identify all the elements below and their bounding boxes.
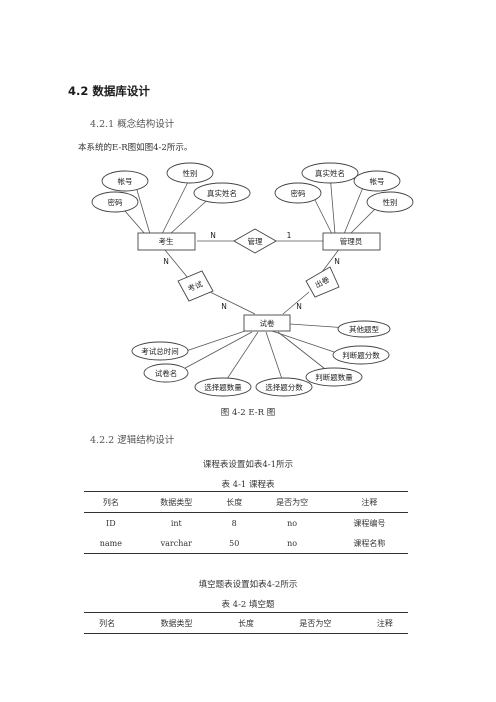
attr-admin-realname: 真实姓名 — [315, 168, 345, 178]
table-cell: 课程名称 — [330, 533, 408, 554]
column-header: 列名 — [84, 612, 131, 634]
table2-caption: 表 4-2 填空题 — [221, 600, 275, 610]
attr-student-realname: 真实姓名 — [207, 188, 237, 198]
column-header: 注释 — [361, 612, 408, 634]
table-header-row: 列名 数据类型 长度 是否为空 注释 — [84, 491, 408, 513]
subsection-conceptual: 4.2.1 概念结构设计 — [90, 119, 175, 130]
subsection-logical: 4.2.2 逻辑结构设计 — [90, 435, 175, 446]
table-header-row: 列名 数据类型 长度 是否为空 注释 — [84, 612, 408, 634]
table1-intro: 课程表设置如表4-1所示 — [202, 460, 294, 470]
attr-paper-name: 试卷名 — [155, 368, 178, 378]
cardinality-admin-manage: 1 — [287, 231, 292, 240]
entity-student: 考生 — [159, 236, 174, 246]
attr-student-account: 帐号 — [118, 176, 133, 186]
cardinality-student-exam: N — [163, 257, 169, 266]
attr-paper-judge-count: 判断题数量 — [315, 372, 353, 382]
table-cell: no — [287, 518, 298, 528]
section-heading: 4.2 数据库设计 — [68, 84, 150, 98]
column-header: 长度 — [214, 491, 254, 513]
attr-paper-choice-count: 选择题数量 — [204, 382, 242, 392]
table-cell: name — [84, 533, 138, 554]
table-row: name varchar 50 no 课程名称 — [84, 533, 408, 554]
cardinality-paper-exam: N — [221, 302, 227, 311]
cardinality-student-manage: N — [210, 231, 216, 240]
column-header: 数据类型 — [137, 491, 215, 513]
er-caption: 图 4-2 E-R 图 — [220, 408, 276, 418]
column-header: 数据类型 — [130, 612, 223, 634]
column-header: 列名 — [84, 491, 138, 513]
intro-text: 本系统的E-R图如图4-2所示。 — [78, 143, 193, 153]
attr-admin-password: 密码 — [291, 188, 306, 198]
attr-paper-total-time: 考试总时间 — [141, 346, 179, 356]
fill-blank-table: 列名 数据类型 长度 是否为空 注释 — [84, 612, 408, 634]
column-header: 是否为空 — [269, 612, 362, 634]
attr-admin-gender: 性别 — [383, 197, 398, 207]
table-cell: ID — [106, 518, 116, 528]
attr-paper-choice-score: 选择题分数 — [265, 382, 303, 392]
table2-intro: 填空题表设置如表4-2所示 — [198, 580, 298, 590]
table-cell: no — [253, 533, 331, 554]
table-cell: 课程编号 — [353, 518, 386, 528]
cardinality-paper-organize: N — [296, 302, 302, 311]
entity-admin: 管理员 — [340, 236, 363, 246]
table-row: ID int 8 no 课程编号 — [84, 513, 408, 534]
table-cell: varchar — [137, 533, 215, 554]
table1-caption: 表 4-1 课程表 — [221, 480, 275, 490]
course-table: 列名 数据类型 长度 是否为空 注释 ID int 8 no 课程编号 name… — [84, 491, 408, 554]
cardinality-admin-organize: N — [334, 257, 340, 266]
table-cell: int — [170, 518, 182, 528]
table-cell: 8 — [231, 518, 237, 528]
attr-admin-account: 帐号 — [370, 176, 385, 186]
relation-manage: 管理 — [248, 236, 263, 246]
attr-student-gender: 性别 — [183, 168, 198, 178]
table-cell: 50 — [214, 533, 254, 554]
column-header: 长度 — [222, 612, 270, 634]
attr-paper-judge-score: 判断题分数 — [342, 350, 380, 360]
column-header: 是否为空 — [253, 491, 331, 513]
attr-student-password: 密码 — [108, 197, 123, 207]
entity-paper: 试卷 — [260, 318, 275, 328]
column-header: 注释 — [330, 491, 408, 513]
attr-paper-other: 其他题型 — [349, 324, 379, 334]
